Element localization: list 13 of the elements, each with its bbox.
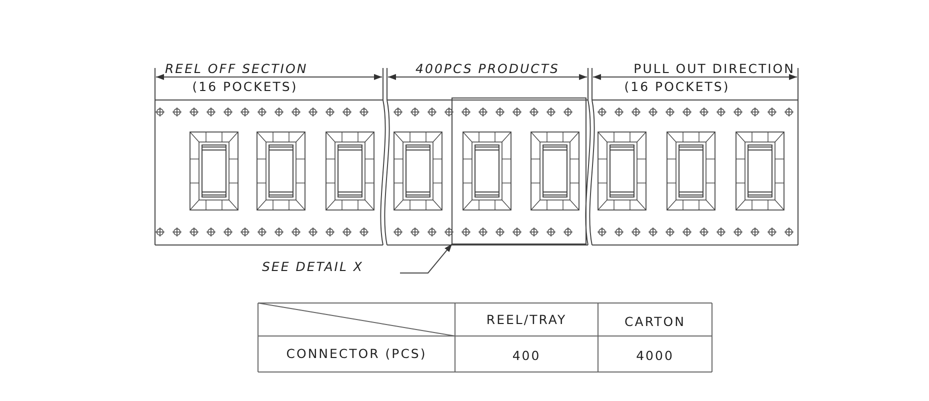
pocket-count: (16 POCKETS) bbox=[623, 79, 731, 94]
section-label: PULL OUT DIRECTION bbox=[632, 61, 795, 76]
quantity-value: 400 bbox=[511, 348, 542, 363]
detail-frame bbox=[452, 98, 586, 244]
row-header: CONNECTOR (PCS) bbox=[285, 346, 428, 361]
pocket-count: (16 POCKETS) bbox=[191, 79, 299, 94]
quantity-value: 4000 bbox=[635, 348, 675, 363]
leader-line bbox=[400, 244, 452, 274]
column-header: CARTON bbox=[624, 314, 686, 329]
section-label: REEL OFF SECTION bbox=[165, 61, 309, 76]
section-label: 400PCS PRODUCTS bbox=[414, 61, 560, 76]
callout-text: SEE DETAIL X bbox=[262, 259, 364, 274]
column-header: REEL/TRAY bbox=[485, 312, 568, 327]
